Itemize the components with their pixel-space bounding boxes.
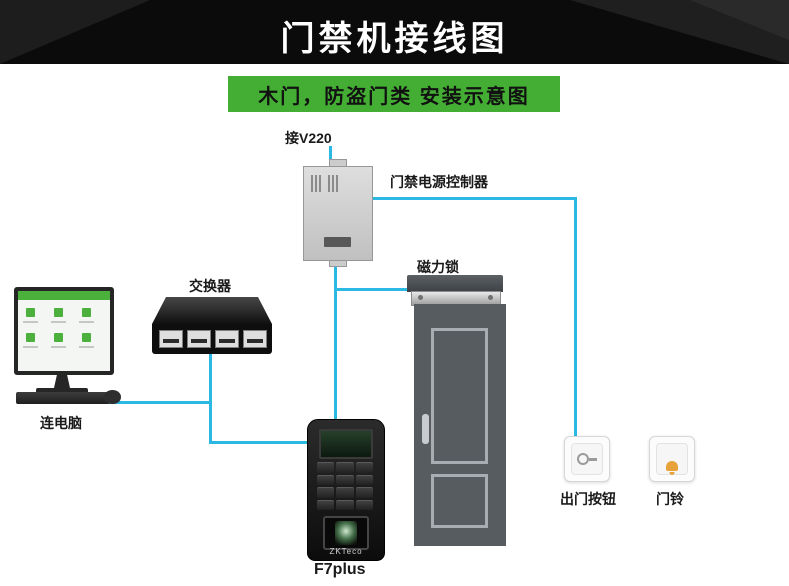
monitor-ui-icon: [54, 333, 63, 342]
door: [414, 304, 506, 546]
keypad-key: [336, 474, 354, 485]
monitor-ui-icon: [54, 308, 63, 317]
switch-port: [215, 330, 239, 348]
fingerprint-sensor-frame: [323, 516, 369, 550]
wire-power-to-reader: [334, 258, 337, 420]
magnetic-lock-housing: [407, 275, 503, 292]
network-switch-device: [152, 324, 272, 354]
wire-right-to-exit-button: [574, 197, 577, 437]
label-network-switch: 交换器: [189, 278, 231, 294]
power-terminal-block: [324, 237, 351, 247]
keyboard: [16, 392, 110, 404]
keypad-key: [336, 487, 354, 498]
switch-port: [187, 330, 211, 348]
switch-port: [159, 330, 183, 348]
subtitle-banner: 木门，防盗门类 安装示意图: [228, 76, 560, 112]
label-computer: 连电脑: [40, 415, 82, 431]
monitor-ui-line: [79, 321, 94, 323]
power-vent: [311, 175, 323, 192]
wire-switch-to-reader: [209, 441, 309, 444]
page-title: 门禁机接线图: [280, 20, 509, 58]
bell-icon: [666, 461, 678, 471]
doorbell-device: [649, 436, 695, 482]
door-panel-upper: [431, 328, 488, 464]
fingerprint-sensor: [335, 521, 357, 545]
mouse: [104, 390, 121, 404]
exit-button-plate: [571, 443, 603, 475]
monitor-ui-line: [51, 321, 66, 323]
wire-power-to-right: [371, 197, 577, 200]
f7plus-brand: ZKTeco: [329, 547, 363, 556]
keypad-key: [336, 462, 354, 473]
exit-key-icon: [577, 453, 597, 465]
f7plus-keypad: [317, 462, 373, 510]
keypad-key: [355, 474, 373, 485]
monitor-ui-header: [18, 291, 110, 300]
key-ring: [577, 453, 589, 465]
port-slot: [163, 339, 179, 343]
wire-switch-down: [209, 352, 212, 444]
network-switch-top: [152, 297, 272, 324]
monitor-ui-icon: [26, 308, 35, 317]
f7plus-screen: [319, 429, 373, 459]
label-magnetic-lock: 磁力锁: [417, 259, 459, 275]
keypad-key: [355, 499, 373, 510]
monitor-ui-icon: [26, 333, 35, 342]
power-vent: [328, 175, 340, 192]
label-power-controller: 门禁电源控制器: [390, 174, 488, 190]
monitor-ui-icon: [82, 308, 91, 317]
wire-to-magnetic-lock: [334, 288, 410, 291]
label-reader-model: F7plus: [314, 561, 366, 578]
bell-clapper: [669, 472, 675, 475]
computer-monitor: [14, 287, 114, 375]
wire-computer-to-switch: [34, 401, 212, 404]
keypad-key: [317, 499, 335, 510]
key-bar: [589, 457, 597, 461]
monitor-ui-line: [23, 321, 38, 323]
port-slot: [219, 339, 235, 343]
keypad-key: [355, 487, 373, 498]
wire-v220-to-power: [329, 146, 332, 167]
switch-port: [243, 330, 267, 348]
keypad-key: [336, 499, 354, 510]
screw-icon: [418, 295, 423, 300]
screw-icon: [488, 295, 493, 300]
monitor-ui-icon: [82, 333, 91, 342]
label-doorbell: 门铃: [656, 491, 684, 507]
label-power-input: 接V220: [285, 130, 332, 146]
keypad-key: [317, 474, 335, 485]
monitor-base: [36, 388, 88, 394]
monitor-ui-line: [79, 346, 94, 348]
door-panel-lower: [431, 474, 488, 528]
monitor-stand: [54, 375, 70, 388]
header-banner: 门禁机接线图: [0, 0, 789, 64]
monitor-ui-line: [51, 346, 66, 348]
keypad-key: [317, 487, 335, 498]
f7plus-device: ZKTeco: [307, 419, 385, 561]
door-handle: [422, 414, 429, 444]
exit-button-device: [564, 436, 610, 482]
keypad-key: [355, 462, 373, 473]
power-controller-device: [303, 166, 373, 261]
label-exit-button: 出门按钮: [560, 491, 616, 507]
port-slot: [191, 339, 207, 343]
keypad-key: [317, 462, 335, 473]
port-slot: [247, 339, 263, 343]
monitor-ui-line: [23, 346, 38, 348]
